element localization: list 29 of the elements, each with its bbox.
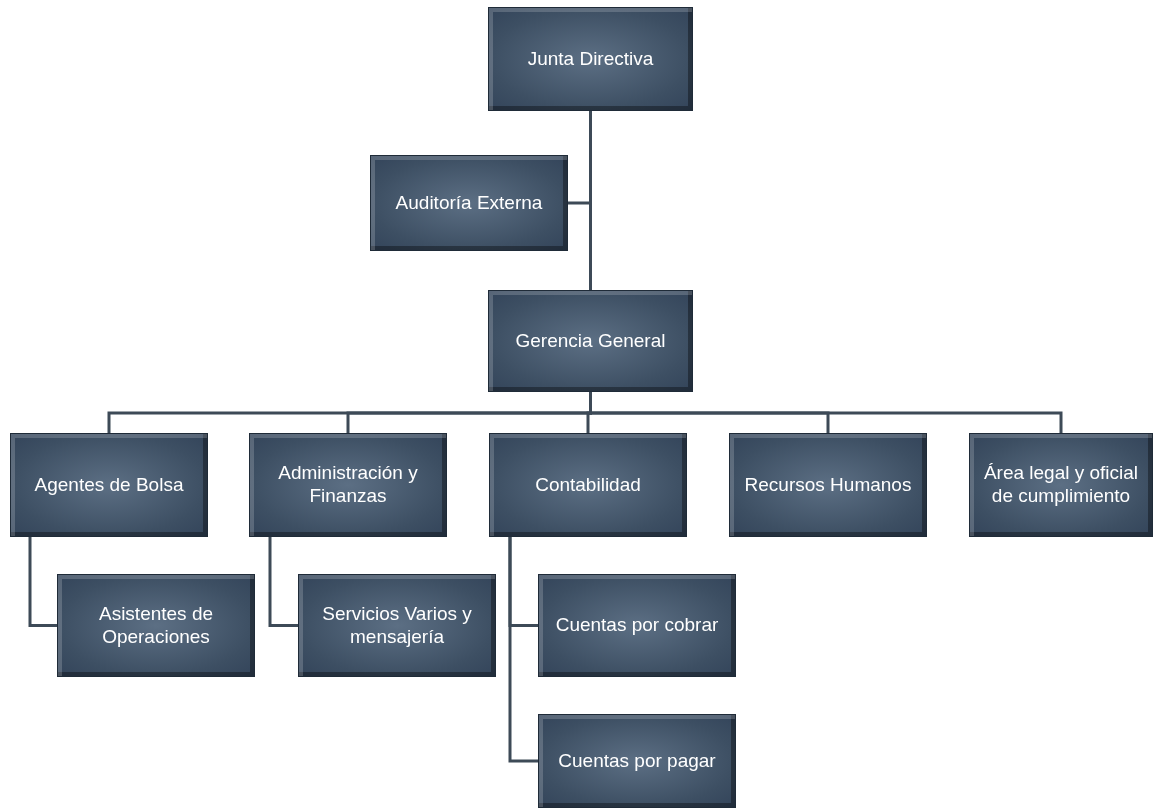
node-label: Cuentas por pagar <box>558 749 716 773</box>
node-label: Junta Directiva <box>527 47 654 71</box>
org-box <box>57 574 255 677</box>
connector-line <box>508 537 538 763</box>
connector-line <box>589 392 1063 433</box>
org-box <box>10 433 208 537</box>
org-box <box>488 7 693 111</box>
org-box <box>538 714 736 808</box>
node-label: Administración y Finanzas <box>277 462 419 508</box>
connector-line <box>268 537 298 627</box>
node-label: Auditoría Externa <box>395 191 543 215</box>
node-label: Área legal y oficial de cumplimiento <box>982 462 1140 508</box>
node-label: Cuentas por cobrar <box>555 614 719 637</box>
node-label: Asistentes de Operaciones <box>97 602 215 649</box>
org-box <box>370 155 568 251</box>
connector-line <box>589 111 592 290</box>
org-box <box>538 574 736 677</box>
org-box <box>969 433 1153 537</box>
org-box <box>488 290 693 392</box>
node-label: Agentes de Bolsa <box>34 473 184 497</box>
node-label: Recursos Humanos <box>744 473 912 497</box>
connector-line <box>28 537 57 627</box>
org-box <box>298 574 496 677</box>
node-label: Servicios Varios y mensajería <box>321 602 473 649</box>
node-label: Gerencia General <box>515 329 666 353</box>
org-box <box>729 433 927 537</box>
org-box <box>489 433 687 537</box>
node-label: Contabilidad <box>535 473 641 497</box>
org-box <box>249 433 447 537</box>
